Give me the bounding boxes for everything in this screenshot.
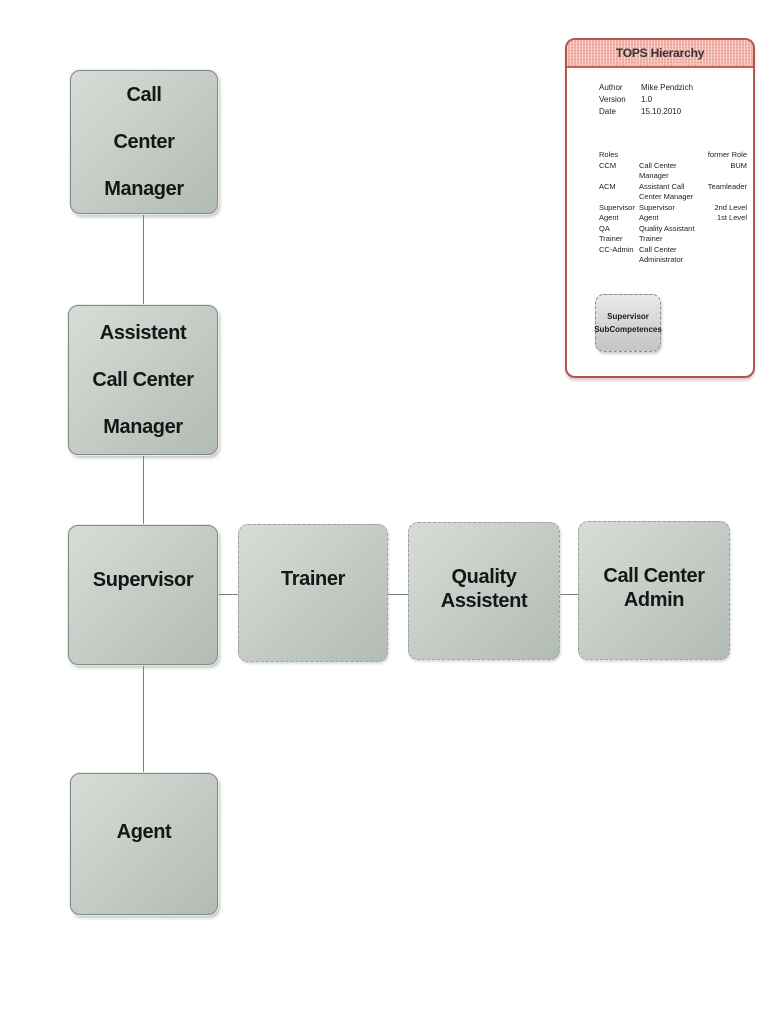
table-row: Supervisor Supervisor 2nd Level: [599, 203, 747, 214]
role-abbr: Trainer: [599, 234, 623, 243]
role-former: Teamleader: [707, 181, 747, 191]
connector-supervisor-agent: [143, 665, 144, 774]
node-quality-assistent: Quality Assistent: [408, 522, 560, 660]
role-former: 1st Level: [716, 213, 747, 222]
node-label: Quality Assistent: [440, 566, 528, 612]
meta-version-value: 1.0: [641, 95, 653, 104]
node-label: Call Center Manager: [104, 83, 184, 200]
meta-version-label: Version: [599, 95, 626, 104]
table-row: CC-Admin Call Center Administrator: [599, 245, 747, 266]
role-name: Trainer: [639, 234, 663, 243]
role-abbr: Supervisor: [599, 202, 635, 212]
role-former: [707, 245, 747, 266]
legend-header: TOPS Hierarchy: [567, 40, 753, 68]
role-name: Call Center Administrator: [639, 244, 684, 265]
table-row: Trainer Trainer: [599, 234, 747, 245]
node-label: Agent: [116, 821, 172, 843]
supervisor-subcompetences-button[interactable]: Supervisor SubCompetences: [594, 294, 662, 352]
node-label: Trainer: [281, 568, 345, 590]
node-call-center-manager: Call Center Manager: [70, 70, 218, 214]
meta-author: Author Mike Pendzich: [599, 82, 693, 94]
role-former: BUM: [730, 160, 747, 170]
node-trainer: Trainer: [238, 524, 388, 662]
role-former: [707, 224, 747, 235]
role-abbr: ACM: [599, 181, 616, 191]
node-assistent-call-center-manager: Assistent Call Center Manager: [68, 305, 218, 455]
meta-version: Version 1.0: [599, 94, 693, 106]
role-name: Supervisor: [639, 202, 675, 212]
roles-table-header: Roles former Role: [599, 150, 747, 161]
node-agent: Agent: [70, 773, 218, 915]
role-former: 2nd Level: [714, 202, 747, 212]
role-name: Quality Assistant: [639, 223, 695, 233]
legend-title: TOPS Hierarchy: [615, 46, 705, 60]
meta-date-value: 15.10.2010: [641, 107, 682, 116]
connector-supervisor-trainer: [218, 594, 239, 595]
role-abbr: QA: [599, 223, 610, 233]
legend-card: TOPS Hierarchy Author Mike Pendzich Vers…: [565, 38, 755, 378]
role-name: Assistant Call Center Manager: [639, 181, 694, 202]
meta-date-label: Date: [599, 107, 616, 116]
node-call-center-admin: Call Center Admin: [578, 521, 730, 660]
table-row: ACM Assistant Call Center Manager Teamle…: [599, 182, 747, 203]
table-row: Agent Agent 1st Level: [599, 213, 747, 224]
connector-trainer-qa: [388, 594, 409, 595]
connector-qa-ccadmin: [560, 594, 579, 595]
role-name: Call Center Manager: [639, 160, 677, 181]
role-abbr: CCM: [599, 160, 617, 170]
role-former: [707, 234, 747, 245]
node-label: Call Center Admin: [603, 565, 705, 611]
role-abbr: Agent: [599, 213, 619, 222]
supervisor-subcompetences-label: Supervisor SubCompetences: [594, 312, 662, 334]
node-label: Supervisor: [92, 569, 194, 591]
connector-acm-supervisor: [143, 455, 144, 526]
meta-author-label: Author: [599, 83, 623, 92]
role-name: Agent: [639, 213, 659, 222]
roles-table: Roles former Role CCM Call Center Manage…: [599, 150, 747, 266]
table-row: QA Quality Assistant: [599, 224, 747, 235]
roles-header-right: former Role: [707, 150, 747, 159]
meta-date: Date 15.10.2010: [599, 106, 693, 118]
meta-author-value: Mike Pendzich: [641, 83, 694, 92]
table-row: CCM Call Center Manager BUM: [599, 161, 747, 182]
node-supervisor: Supervisor: [68, 525, 218, 665]
roles-header-left: Roles: [599, 150, 619, 159]
legend-meta: Author Mike Pendzich Version 1.0 Date 15…: [599, 82, 693, 118]
connector-ccm-acm: [143, 214, 144, 306]
role-abbr: CC-Admin: [599, 244, 634, 254]
node-label: Assistent Call Center Manager: [92, 321, 194, 438]
